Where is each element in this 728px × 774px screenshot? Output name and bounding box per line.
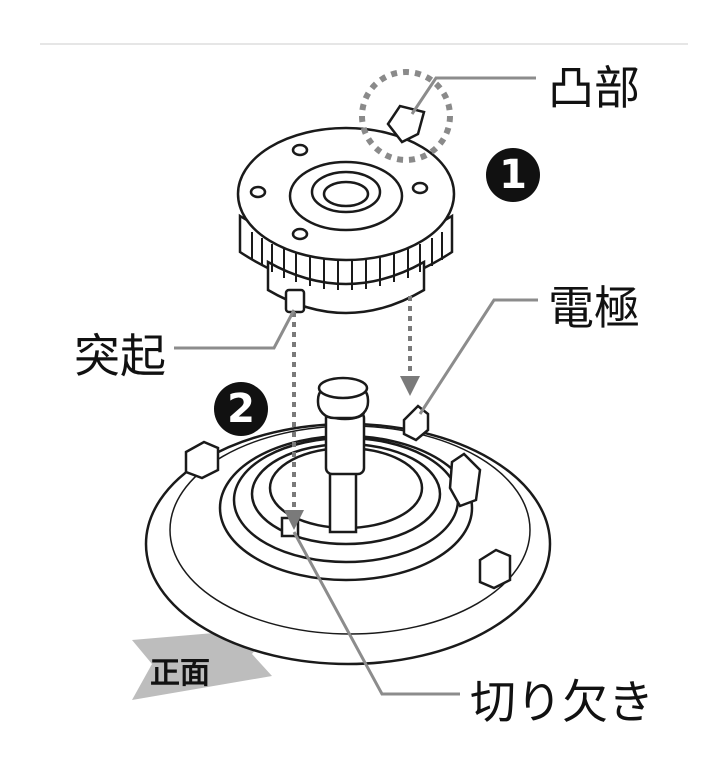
cap-skirt bbox=[266, 259, 426, 315]
alignment-arrowhead-left bbox=[284, 510, 304, 530]
alignment-arrowhead-right bbox=[400, 376, 420, 396]
cap-screw-3 bbox=[411, 181, 429, 195]
cap-screw-2 bbox=[249, 185, 267, 199]
leader-notch bbox=[292, 531, 460, 696]
convex-highlight-circle bbox=[359, 69, 453, 163]
base-leg-right bbox=[478, 548, 512, 590]
label-notch: 切り欠き bbox=[470, 675, 654, 729]
cap-screw-1 bbox=[291, 143, 309, 157]
cap-center-hole-inner bbox=[322, 180, 370, 208]
igniter-bracket bbox=[448, 452, 482, 508]
label-protrusion: 突起 bbox=[74, 329, 166, 383]
burner-cap bbox=[236, 104, 456, 315]
leader-convex bbox=[410, 76, 536, 115]
electrode-mount bbox=[402, 404, 430, 442]
cap-screw-4 bbox=[291, 227, 309, 241]
front-direction-arrow bbox=[132, 628, 272, 700]
cap-protrusion bbox=[284, 288, 306, 314]
leader-protrusion bbox=[174, 309, 296, 350]
step-2-badge: 2 bbox=[214, 382, 268, 436]
label-front: 正面 bbox=[150, 656, 210, 691]
label-electrode: 電極 bbox=[548, 281, 640, 335]
cap-convex-tab bbox=[386, 104, 426, 144]
central-post bbox=[316, 376, 370, 534]
base-leg-left bbox=[184, 440, 220, 480]
step-1-badge: 1 bbox=[486, 148, 540, 202]
leader-electrode bbox=[418, 298, 538, 415]
burner-base bbox=[144, 404, 552, 666]
leader-lines bbox=[174, 76, 538, 696]
label-convex: 凸部 bbox=[548, 61, 640, 115]
cap-teeth bbox=[251, 232, 443, 290]
